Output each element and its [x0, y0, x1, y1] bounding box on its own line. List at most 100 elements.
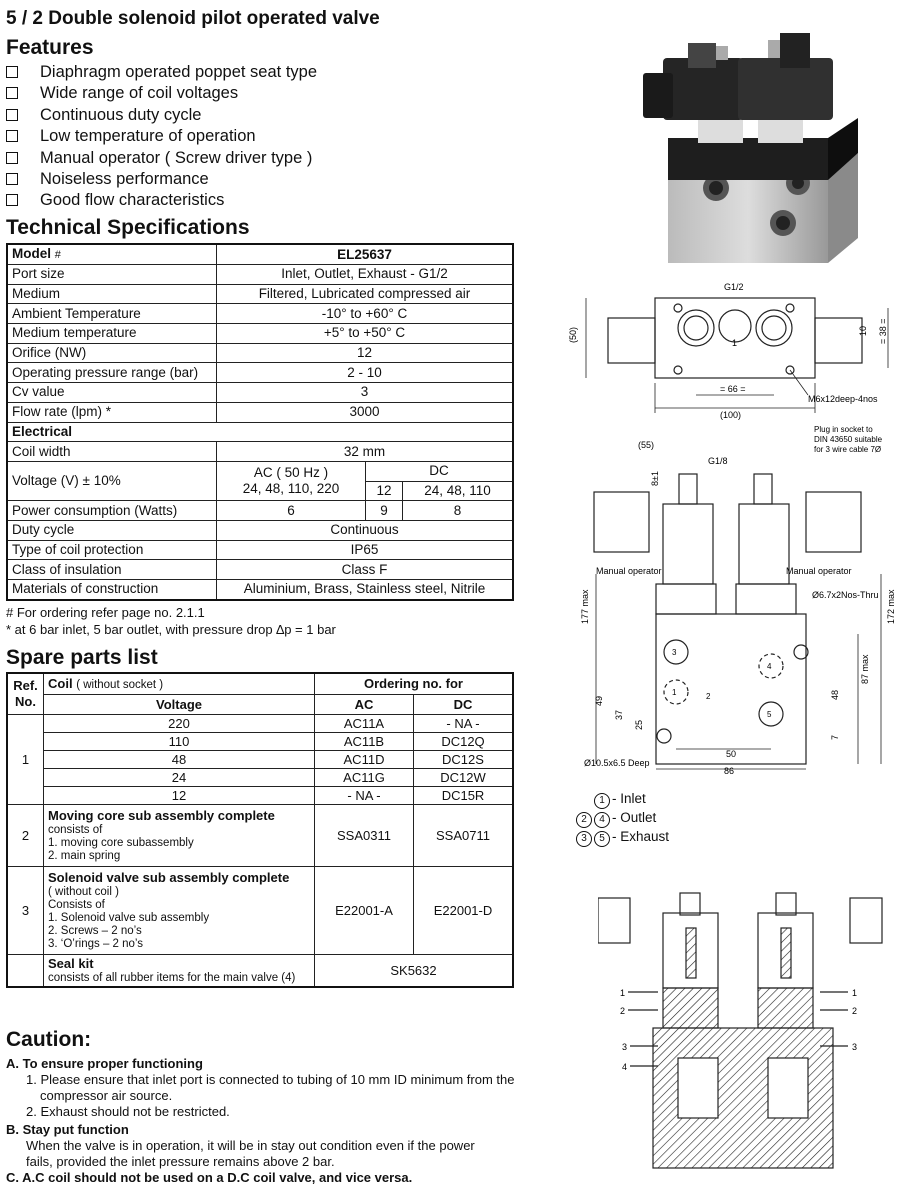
- svg-text:(55): (55): [638, 440, 654, 450]
- svg-text:50: 50: [726, 749, 736, 759]
- checkbox-icon: [6, 87, 18, 100]
- top-view-drawing: G1/2 (50) 10 = 38 = = 66 = (100) M6x12de…: [568, 282, 889, 420]
- table-row: Voltage (V) ± 10% AC ( 50 Hz )24, 48, 11…: [6, 460, 514, 502]
- table-row: 2 Moving core sub assembly complete cons…: [6, 804, 514, 867]
- svg-text:Ø10.5x6.5 Deep: Ø10.5x6.5 Deep: [584, 758, 650, 768]
- feature-item: Good flow characteristics: [6, 190, 317, 211]
- spare-parts-heading: Spare parts list: [6, 646, 158, 669]
- features-heading: Features: [6, 36, 94, 59]
- feature-item: Low temperature of operation: [6, 126, 317, 147]
- table-row: Orifice (NW)12: [6, 342, 514, 364]
- table-row: 3 Solenoid valve sub assembly complete (…: [6, 866, 514, 955]
- svg-text:49: 49: [594, 696, 604, 706]
- feature-item: Wide range of coil voltages: [6, 83, 317, 104]
- svg-text:M6x12deep-4nos: M6x12deep-4nos: [808, 394, 878, 404]
- svg-text:3: 3: [852, 1042, 857, 1052]
- table-row: Operating pressure range (bar)2 - 10: [6, 362, 514, 384]
- svg-text:DIN 43650 suitable: DIN 43650 suitable: [814, 435, 883, 444]
- table-row: Flow rate (lpm) *3000: [6, 401, 514, 423]
- tech-spec-heading: Technical Specifications: [6, 216, 250, 239]
- table-row: Voltage AC DC: [7, 694, 514, 715]
- front-view-drawing: Plug in socket to DIN 43650 suitable for…: [580, 425, 896, 776]
- feature-item: Noiseless performance: [6, 169, 317, 190]
- checkbox-icon: [6, 151, 18, 164]
- svg-text:Ø6.7x2Nos-Thru: Ø6.7x2Nos-Thru: [812, 590, 879, 600]
- svg-text:10: 10: [858, 326, 868, 336]
- svg-text:1: 1: [732, 338, 737, 348]
- svg-text:1: 1: [852, 988, 857, 998]
- svg-text:4: 4: [767, 662, 772, 671]
- svg-text:(50): (50): [568, 327, 578, 343]
- table-row: Medium temperature+5° to +50° C: [6, 323, 514, 344]
- note-ordering: # For ordering refer page no. 2.1.1: [6, 605, 205, 620]
- legend-item: 1- Inlet: [576, 790, 669, 809]
- feature-item: Continuous duty cycle: [6, 105, 317, 126]
- note-flow: * at 6 bar inlet, 5 bar outlet, with pre…: [6, 622, 336, 637]
- svg-text:177 max: 177 max: [580, 589, 590, 624]
- table-row: Ambient Temperature-10° to +60° C: [6, 303, 514, 325]
- electrical-heading: Electrical: [6, 421, 514, 443]
- svg-text:48: 48: [830, 690, 840, 700]
- svg-text:Manual operator: Manual operator: [786, 566, 852, 576]
- svg-text:86: 86: [724, 766, 734, 776]
- svg-text:25: 25: [634, 720, 644, 730]
- svg-text:3: 3: [622, 1042, 627, 1052]
- page-title: 5 / 2 Double solenoid pilot operated val…: [6, 8, 380, 29]
- table-row: 12- NA -DC15R: [7, 786, 514, 805]
- svg-text:37: 37: [614, 710, 624, 720]
- checkbox-icon: [6, 66, 18, 78]
- table-row: Seal kit consists of all rubber items fo…: [6, 954, 514, 988]
- caution-heading: Caution:: [6, 1028, 92, 1051]
- svg-text:1: 1: [672, 688, 677, 697]
- svg-text:7: 7: [830, 735, 840, 740]
- svg-text:3: 3: [672, 648, 677, 657]
- svg-text:87 max: 87 max: [860, 654, 870, 684]
- checkbox-icon: [6, 194, 18, 207]
- ref-header: Ref. No.: [6, 672, 44, 715]
- svg-text:2: 2: [620, 1006, 625, 1016]
- spare-parts-table: Ref. No. Coil ( without socket ) Orderin…: [6, 672, 514, 988]
- svg-text:8±1: 8±1: [650, 471, 660, 486]
- svg-text:2: 2: [706, 692, 711, 701]
- model-label-cell: Model #: [6, 243, 217, 265]
- svg-text:(100): (100): [720, 410, 741, 420]
- svg-text:Plug in socket to: Plug in socket to: [814, 425, 873, 434]
- feature-item: Diaphragm operated poppet seat type: [6, 62, 317, 83]
- valve-photo: [643, 33, 858, 263]
- svg-text:1: 1: [620, 988, 625, 998]
- checkbox-icon: [6, 108, 18, 121]
- svg-text:= 66 =: = 66 =: [720, 384, 746, 394]
- svg-text:2: 2: [852, 1006, 857, 1016]
- checkbox-icon: [6, 172, 18, 185]
- table-row: Model # EL25637: [6, 243, 514, 265]
- svg-text:Manual operator: Manual operator: [596, 566, 662, 576]
- svg-text:G1/8: G1/8: [708, 456, 728, 466]
- features-list: Diaphragm operated poppet seat type Wide…: [6, 62, 317, 212]
- svg-text:172 max: 172 max: [886, 589, 896, 624]
- cross-section-drawing: 1 2 3 4 1 2 3: [598, 892, 883, 1169]
- svg-text:for 3 wire cable 7Ø: for 3 wire cable 7Ø: [814, 445, 881, 454]
- caution-section: Caution: A. To ensure proper functioning…: [6, 1028, 526, 1186]
- checkbox-icon: [6, 130, 18, 143]
- svg-text:= 38 =: = 38 =: [878, 318, 888, 344]
- table-row: Ref. No. Coil ( without socket ) Orderin…: [6, 672, 514, 715]
- svg-text:5: 5: [767, 710, 772, 719]
- model-value: EL25637: [216, 243, 514, 265]
